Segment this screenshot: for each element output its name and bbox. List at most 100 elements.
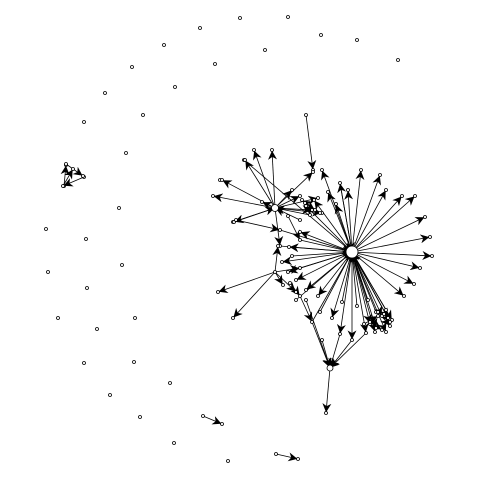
- graph-edge: [279, 229, 352, 254]
- graph-node: [162, 43, 166, 47]
- graph-edge: [351, 251, 404, 296]
- graph-node: [304, 288, 308, 292]
- graph-node: [320, 338, 324, 342]
- graph-node: [355, 38, 359, 42]
- graph-node: [294, 278, 298, 282]
- graph-node: [298, 218, 302, 222]
- graph-edge: [235, 219, 280, 233]
- graph-node: [298, 194, 302, 198]
- graph-edge: [245, 160, 276, 209]
- graph-edge: [274, 207, 284, 246]
- graph-node: [231, 316, 235, 320]
- graph-node: [46, 270, 50, 274]
- graph-edge: [291, 248, 352, 258]
- graph-node: [318, 310, 322, 314]
- graph-node: [95, 327, 99, 331]
- graph-node: [287, 245, 291, 249]
- graph-edge: [351, 251, 420, 271]
- graph-edge: [253, 150, 276, 209]
- graph-edge: [274, 265, 300, 274]
- graph-node: [103, 91, 107, 95]
- graph-node: [81, 174, 85, 178]
- nodes-layer: [44, 15, 434, 463]
- graph-edge: [351, 251, 432, 261]
- graph-node: [400, 194, 404, 198]
- graph-node: [286, 15, 290, 19]
- graph-node: [346, 188, 350, 192]
- graph-edge: [299, 239, 352, 255]
- graph-node: [340, 300, 344, 304]
- graph-node: [303, 201, 307, 205]
- graph-edge: [351, 251, 414, 284]
- graph-node: [338, 181, 342, 185]
- graph-node: [296, 457, 300, 461]
- graph-node: [263, 48, 267, 52]
- graph-node: [330, 316, 334, 320]
- graph-node: [280, 260, 284, 264]
- graph-node: [402, 294, 406, 298]
- graph-node: [294, 298, 298, 302]
- graph-node: [366, 298, 370, 302]
- graph-edge: [232, 206, 275, 223]
- graph-node: [324, 411, 328, 415]
- graph-node: [310, 208, 314, 212]
- graph-edge: [243, 159, 352, 252]
- graph-node: [388, 324, 392, 328]
- graph-node: [312, 198, 316, 202]
- graph-node: [64, 162, 68, 166]
- graph-node: [396, 58, 400, 62]
- graph-node: [286, 270, 290, 274]
- graph-node: [318, 211, 322, 215]
- graph-edge: [305, 114, 317, 170]
- graph-node: [319, 33, 323, 37]
- graph-node: [294, 290, 298, 294]
- graph-node: [310, 320, 314, 324]
- graph-node: [423, 215, 427, 219]
- graph-node: [378, 173, 382, 177]
- graph-edge: [351, 251, 378, 328]
- graph-edge: [339, 182, 355, 252]
- graph-node: [382, 312, 386, 316]
- graph-node: [120, 263, 124, 267]
- graph-node: [376, 314, 380, 318]
- graph-node: [298, 238, 302, 242]
- graph-edge: [311, 252, 352, 323]
- graph-edge: [351, 234, 430, 253]
- graph-edge: [62, 169, 73, 187]
- graph-edge: [351, 170, 365, 253]
- graph-edge: [299, 295, 313, 322]
- graph-node: [71, 167, 75, 171]
- graph-edge: [351, 196, 415, 253]
- graph-node: [418, 266, 422, 270]
- graph-node: [61, 184, 65, 188]
- graph-node: [198, 26, 202, 30]
- graph-node: [430, 254, 434, 258]
- graph-edge: [330, 251, 353, 318]
- graph-edge: [279, 245, 352, 256]
- graph-node: [380, 328, 384, 332]
- graph-edge: [272, 246, 282, 273]
- graph-node: [273, 270, 277, 274]
- graph-node: [413, 194, 417, 198]
- graph-node: [172, 441, 176, 445]
- graph-node: [82, 361, 86, 365]
- graph-node: [238, 16, 242, 20]
- graph-node: [313, 208, 317, 212]
- graph-edge: [305, 299, 332, 368]
- graph-edge: [351, 196, 402, 253]
- hub-node: [345, 245, 359, 259]
- graph-node: [298, 294, 302, 298]
- graph-node: [211, 194, 215, 198]
- graph-node: [138, 415, 142, 419]
- graph-node: [243, 158, 247, 162]
- graph-edge: [213, 193, 276, 209]
- sub-hub-node: [271, 204, 279, 212]
- graph-node: [82, 120, 86, 124]
- graph-node: [384, 188, 388, 192]
- graph-node: [290, 254, 294, 258]
- graph-node: [141, 113, 145, 117]
- graph-node: [278, 228, 282, 232]
- graph-edge: [351, 252, 377, 313]
- graph-node: [288, 281, 292, 285]
- graph-edge: [268, 150, 277, 209]
